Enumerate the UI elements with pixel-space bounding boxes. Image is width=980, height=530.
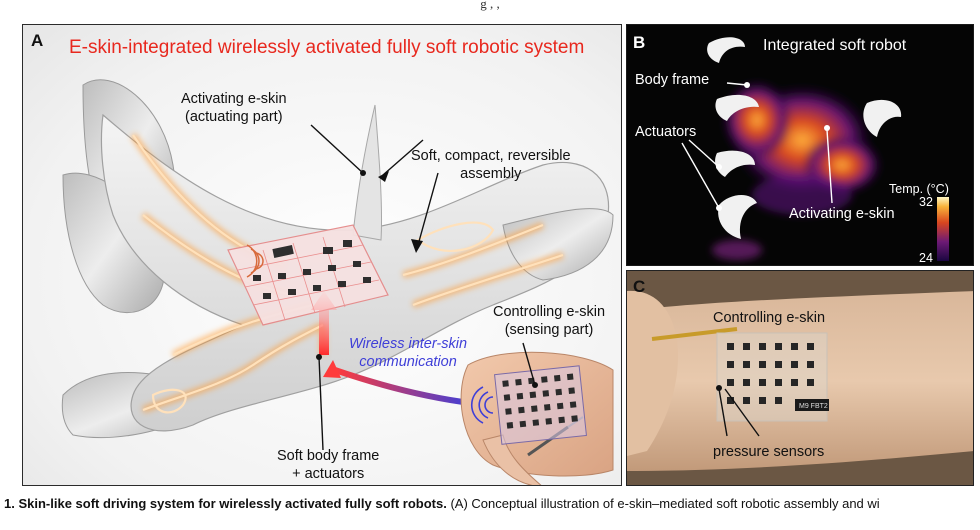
wrist [627,291,973,471]
leader-assembly-right [417,172,439,246]
stylus [651,327,738,341]
actuator-shape [718,194,757,239]
actuator-loop [416,221,495,252]
soft-robot-illustration [61,79,614,485]
label-wireless: Wireless inter-skin communication [349,336,468,370]
colorbar [937,197,949,261]
panel-b-thermal-image: B [626,24,974,266]
controlling-e-skin-patch [470,365,587,445]
wireless-arrow [334,367,472,406]
leader-controlling [522,342,536,386]
leader-activating [310,124,364,174]
body-fin [352,104,383,241]
heat-region [712,80,882,260]
chip-label: M9 FBT2 [799,403,828,410]
label-body-frame: Body frame [635,72,710,88]
label-controlling-e-skin: Controlling e-skin (sensing part) [493,304,606,338]
actuator-trace [402,223,544,277]
panel-a-letter: A [31,31,44,50]
panel-a-illustration: A E-skin-integrated wirelessly activated… [22,24,622,486]
panel-c-photo: C M9 FBT2 Controlling e-skin pressure se… [626,270,974,486]
wireless-arrow-head [323,360,341,378]
finger [627,290,678,456]
label-soft-body-frame: Soft body frame + actuators [277,448,380,482]
upward-signal-arrow [311,291,337,355]
colorbar-title: Temp. (°C) [889,182,949,196]
actuator-shape [715,94,759,121]
label-actuators: Actuators [635,124,697,140]
panel-c-letter: C [633,277,646,296]
actuator-trace [412,253,564,307]
actuator-shape [863,99,902,137]
label-activating-e-skin: Activating e-skin (actuating part) [181,91,287,125]
label-controlling-e-skin-c: Controlling e-skin [713,310,826,326]
panel-b-letter: B [633,33,646,52]
colorbar-min: 24 [919,251,933,265]
caption-rest: (A) Conceptual illustration of e-skin–me… [446,496,880,511]
actuator-shape [715,150,755,177]
label-pressure-sensors: pressure sensors [713,444,825,460]
activating-e-skin-patch [227,224,389,326]
caption-bold: 1. Skin-like soft driving system for wir… [4,496,447,511]
actuator-shape [707,37,745,63]
label-assembly: Soft, compact, reversible assembly [411,148,571,182]
actuator-trace [142,324,324,412]
panel-a-title: E-skin-integrated wirelessly activated f… [69,37,585,58]
actuator-loop [151,388,187,414]
leader-assembly-left [382,139,424,176]
top-caption-fragment: g , , [480,0,500,11]
panel-b-title: Integrated soft robot [763,37,907,54]
colorbar-max: 32 [919,195,933,209]
label-activating-e-skin-b: Activating e-skin [789,206,895,222]
thermal-map [681,37,949,261]
wrist-photo [627,271,973,485]
chip [795,399,829,411]
figure-caption: 1. Skin-like soft driving system for wir… [0,496,980,530]
leader-body [318,356,324,451]
